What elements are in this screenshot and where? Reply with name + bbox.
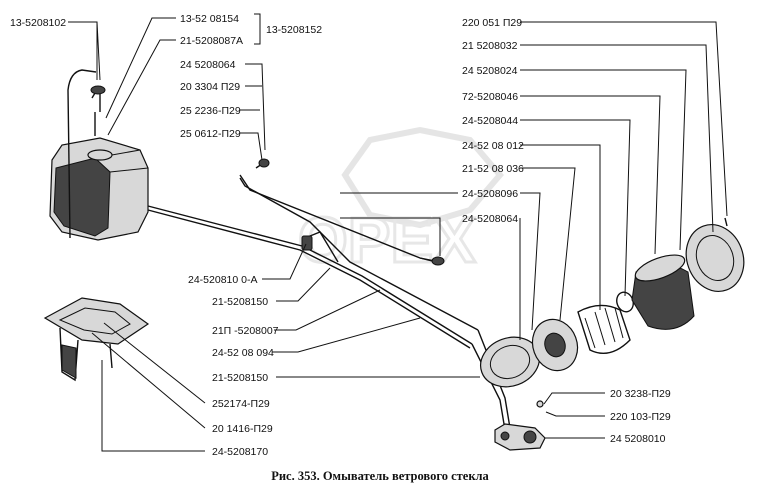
- label-21-5208150-lower: 21-5208150: [212, 372, 268, 384]
- label-21-5208032: 21 5208032: [462, 40, 518, 52]
- label-24-5208064-mid: 24-5208064: [462, 213, 518, 225]
- figure-caption: Рис. 353. Омыватель ветрового стекла: [271, 469, 489, 483]
- label-72-5208046: 72-5208046: [462, 91, 518, 103]
- washer-tubes: [147, 158, 511, 431]
- reservoir-tank: [49, 69, 149, 241]
- label-24-5208044: 24-5208044: [462, 115, 518, 127]
- label-24-5208064-top: 24 5208064: [180, 59, 236, 71]
- label-24-5208012: 24-52 08 012: [462, 140, 524, 152]
- label-24-5208010: 24 5208010: [610, 433, 666, 445]
- leader-lines: [68, 13, 728, 452]
- label-24-5208100a: 24-520810 0-А: [188, 274, 257, 286]
- label-24-5208096: 24-5208096: [462, 188, 518, 200]
- label-21-5208036: 21-52 08 036: [462, 163, 524, 175]
- part-labels: 13-5208102 13-52 08154 21-5208087А 13-52…: [10, 13, 671, 458]
- label-220051-p29: 220 051 П29: [462, 17, 522, 29]
- motor-assembly: [480, 217, 745, 388]
- washer-pump: [494, 400, 546, 451]
- label-250612-p29: 25 0612-П29: [180, 128, 241, 140]
- label-203238-p29: 20 3238-П29: [610, 388, 671, 400]
- label-24-5208094: 24-52 08 094: [212, 347, 274, 359]
- label-252174-p29: 252174-П29: [212, 398, 270, 410]
- label-24-5208024: 24 5208024: [462, 65, 518, 77]
- label-201416-p29: 20 1416-П29: [212, 423, 273, 435]
- label-13-5208154: 13-52 08154: [180, 13, 239, 25]
- label-24-5208170: 24-5208170: [212, 446, 268, 458]
- label-13-5208102: 13-5208102: [10, 17, 66, 29]
- label-21p-5208007: 21П -5208007: [212, 325, 279, 337]
- label-21-5208150-upper: 21-5208150: [212, 296, 268, 308]
- label-21-5208087a: 21-5208087А: [180, 35, 243, 47]
- label-203304-p29: 20 3304 П29: [180, 81, 240, 93]
- reservoir-bracket: [43, 297, 150, 382]
- label-252236-p29: 25 2236-П29: [180, 105, 241, 117]
- label-13-5208152: 13-5208152: [266, 24, 322, 36]
- watermark-text: OPEX: [298, 204, 476, 276]
- label-220103-p29: 220 103-П29: [610, 411, 671, 423]
